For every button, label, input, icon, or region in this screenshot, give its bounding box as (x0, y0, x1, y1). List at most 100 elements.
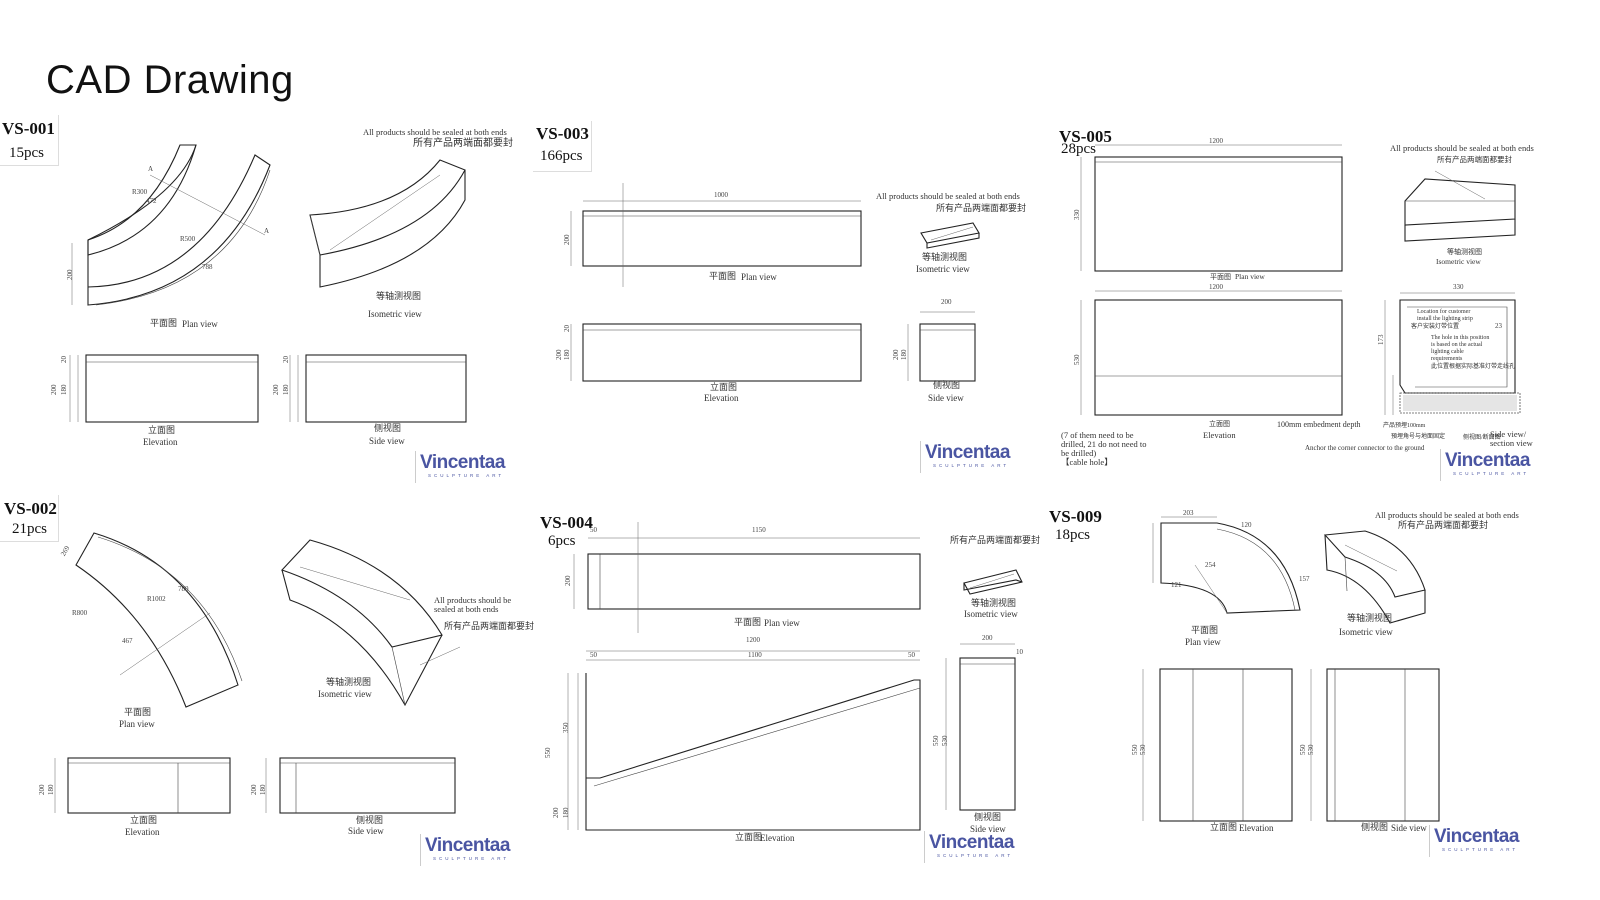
plan-label-cn: 平面图 (1210, 273, 1231, 281)
dim-label: 20 (563, 325, 571, 332)
plan-label-cn: 平面图 (1191, 625, 1219, 635)
drawing-vs-003: VS-003 166pcs 1000 200 All products shou… (533, 115, 1033, 485)
elev-label-en: Elevation (760, 833, 795, 843)
elev-label-cn: 立面图 (1210, 822, 1238, 832)
product-qty: 21pcs (12, 521, 47, 537)
vs-004-line-drawing (567, 522, 1023, 831)
dim-label: 550 (544, 747, 552, 759)
plan-label-en: Plan view (741, 272, 777, 282)
drill-note: drilled, 21 do not need to (1061, 439, 1147, 449)
drawing-vs-005: VS-005 28pcs 1200 330 All products shoul… (1055, 115, 1600, 485)
side-label-en: Side view (970, 824, 1006, 834)
brand-name: Vincentaa (1434, 826, 1519, 847)
dim-label: 157 (1299, 575, 1310, 583)
vs-005-line-drawing (1080, 144, 1521, 416)
side-label-en: Side view (1391, 823, 1427, 833)
brand-tagline: SCULPTURE ART (933, 463, 1010, 468)
product-code: VS-001 (2, 119, 55, 138)
dim-label: 550 (1131, 744, 1139, 756)
dim-label: 1200 (1209, 137, 1223, 145)
vs005-note: lighting cable (1431, 349, 1464, 355)
dim-label: 23 (1495, 322, 1502, 330)
drill-note: 【cable hole】 (1061, 457, 1113, 467)
drill-note: (7 of them need to be (1061, 430, 1134, 440)
drill-note: be drilled) (1061, 448, 1097, 458)
dim-label: 200 (982, 634, 993, 642)
dim-label: 180 (60, 384, 68, 396)
brand-logo: Vincentaa SCULPTURE ART (924, 831, 1025, 863)
dim-label: 788 (202, 263, 213, 271)
drawing-vs-009: VS-009 18pcs 203 120 157 121 254 All pro… (1045, 505, 1600, 875)
brand-name: Vincentaa (1445, 450, 1530, 471)
dim-label: 200 (563, 234, 571, 246)
sealed-note-en: All products should be sealed at both en… (1375, 510, 1519, 520)
iso-label-en: Isometric view (368, 309, 422, 319)
product-qty: 166pcs (540, 148, 583, 164)
sealed-note-cn: 所有产品两端面都要封 (936, 203, 1027, 213)
dim-label: 200 (564, 575, 572, 587)
product-code: VS-004 (540, 513, 593, 532)
elev-label-en: Elevation (1239, 823, 1274, 833)
dim-label: 180 (282, 384, 290, 396)
vs005-embed-cn: 产品预埋100mm (1383, 423, 1426, 429)
elev-label-en: Elevation (1203, 430, 1236, 440)
brand-tagline: SCULPTURE ART (1442, 847, 1519, 852)
iso-label-en: Isometric view (916, 264, 970, 274)
vs005-anchor: Anchor the corner connector to the groun… (1305, 444, 1425, 452)
dim-label: 200 (941, 298, 952, 306)
brand-logo: Vincentaa SCULPTURE ART (920, 441, 1021, 473)
vs005-anchor-cn: 預埋角号与地面固定 (1391, 434, 1446, 440)
sealed-note-en: All products should be sealed at both en… (1390, 143, 1534, 153)
side-label-en: Side view (348, 826, 384, 836)
vs-002-line-drawing (54, 532, 461, 814)
elev-label-cn: 立面图 (148, 425, 176, 435)
sealed-note-cn: 所有产品两端面都要封 (444, 621, 535, 631)
iso-label-cn: 等轴测视图 (922, 252, 968, 262)
dim-label: 550 (932, 735, 940, 747)
page-title: CAD Drawing (46, 58, 294, 102)
dim-label: 1100 (748, 651, 762, 659)
brand-tagline: SCULPTURE ART (433, 856, 510, 861)
dim-label: 1150 (752, 526, 766, 534)
dim-label: 200 (38, 784, 46, 796)
side-label-cn: 侧视图 (356, 815, 384, 825)
brand-tagline: SCULPTURE ART (1453, 471, 1530, 476)
dim-label: 330 (1073, 209, 1081, 221)
dim-label: 10 (1016, 648, 1023, 656)
vs005-note: requirements (1431, 356, 1463, 362)
product-code: VS-002 (4, 499, 57, 518)
brand-name: Vincentaa (925, 442, 1010, 463)
plan-label-en: Plan view (182, 319, 218, 329)
dim-label: 472 (146, 197, 157, 205)
plan-label-en: Plan view (764, 618, 800, 628)
dim-label: R800 (72, 609, 88, 617)
sealed-note-en: All products should be sealed at both en… (363, 127, 507, 137)
vs005-section-cn: 侧视图/断面图 (1463, 435, 1501, 441)
sealed-note-cn: 所有产品两端面都要封 (950, 535, 1041, 545)
sealed-note-cn: 所有产品两端面都要封 (1437, 155, 1512, 164)
sealed-note-cn: 所有产品两端面都要封 (413, 138, 513, 149)
dim-label: 120 (1241, 521, 1252, 529)
section-view-label: section view (1490, 438, 1533, 448)
brand-name: Vincentaa (420, 452, 505, 473)
dim-label: 203 (1183, 509, 1194, 517)
elev-label-cn: 立面图 (130, 815, 158, 825)
brand-logo: Vincentaa SCULPTURE ART (1440, 449, 1541, 481)
iso-label-cn: 等轴测视图 (1347, 613, 1393, 623)
dim-label: 330 (1453, 283, 1464, 291)
plan-label-cn: 平面图 (709, 271, 737, 281)
drawing-vs-001: VS-001 15pcs A R300 472 R500 A 788 200 A… (0, 115, 525, 485)
dim-label: 780 (178, 585, 189, 593)
brand-name: Vincentaa (425, 835, 510, 856)
elev-label-en: Elevation (125, 827, 160, 837)
dim-label: 180 (47, 784, 55, 796)
code-box (0, 115, 59, 166)
dim-label: 1200 (1209, 283, 1223, 291)
side-label-en: Side view (369, 436, 405, 446)
vs005-note: install the lighting strip (1417, 316, 1473, 322)
dim-label: 180 (562, 807, 570, 819)
plan-label-cn: 平面图 (734, 617, 762, 627)
dim-label: A (148, 165, 154, 173)
dim-label: 180 (563, 349, 571, 361)
vs005-note: 此位置根据实际基准灯带走线孔 (1431, 364, 1516, 370)
